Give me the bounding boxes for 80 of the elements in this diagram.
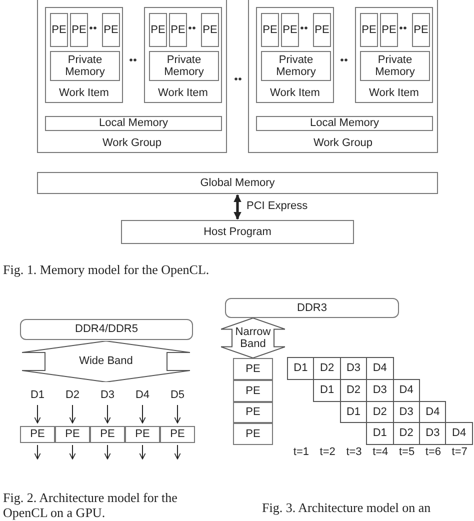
work-item-box <box>45 7 123 103</box>
time-label: t=3 <box>345 445 363 460</box>
pe-box: PE <box>201 13 219 47</box>
memory-box: Private Memory <box>149 51 219 81</box>
table-cell: D4 <box>366 357 394 380</box>
pe-box: PE <box>233 402 273 424</box>
pe-box: PE <box>169 13 187 47</box>
data-label: D1 <box>28 388 48 403</box>
pe-box: PE <box>149 13 167 47</box>
time-label: t=6 <box>424 445 442 460</box>
pe-box: PE <box>412 13 430 47</box>
pe-box: PE <box>50 13 68 47</box>
memory-box: Private Memory <box>261 51 331 81</box>
pe-box: PE <box>233 380 273 402</box>
arrow <box>174 404 181 424</box>
memory-box: DDR4/DDR5 <box>20 319 193 340</box>
arrow <box>234 194 242 220</box>
figure-caption: Fig. 3. Architecture model on an <box>262 500 431 515</box>
arrow <box>69 444 76 460</box>
pe-box: PE <box>261 13 279 47</box>
pe-box: PE <box>233 423 273 445</box>
data-label: D2 <box>62 388 82 403</box>
arrow <box>34 404 41 424</box>
data-label: D3 <box>98 388 118 403</box>
arrow <box>104 444 111 460</box>
figure-caption: Fig. 1. Memory model for the OpenCL. <box>3 262 210 277</box>
table-cell: D1 <box>313 378 341 402</box>
work-item-box <box>256 7 334 103</box>
edge-label: PCI Express <box>246 201 308 212</box>
time-label: t=7 <box>450 445 468 460</box>
pe-box: PE <box>20 426 55 443</box>
pe-box: PE <box>380 13 398 47</box>
double-arrow-shape: Wide Band <box>22 341 190 382</box>
pe-box: PE <box>90 426 125 443</box>
work-group-box <box>248 0 438 153</box>
group-label: Work Item <box>269 86 321 99</box>
group-label: Work Group <box>101 136 163 149</box>
time-label: t=4 <box>372 445 390 460</box>
arrow <box>174 444 181 460</box>
memory-box: DDR3 <box>225 298 399 318</box>
work-item-box <box>355 7 433 103</box>
table-cell: D1 <box>287 357 314 380</box>
table-cell: D4 <box>392 378 420 402</box>
group-label: Work Item <box>58 86 110 99</box>
pe-box: PE <box>70 13 88 47</box>
figure-caption: Fig. 2. Architecture model for the OpenCL on a GPU. <box>3 490 178 520</box>
group-label: Work Item <box>368 86 420 99</box>
time-label: t=1 <box>292 445 310 460</box>
arrow <box>139 444 146 460</box>
arrow <box>104 404 111 424</box>
memory-box: Private Memory <box>360 51 430 81</box>
pe-box: PE <box>360 13 378 47</box>
time-label: t=2 <box>318 445 336 460</box>
table-cell: D4 <box>419 400 446 424</box>
group-label: Work Group <box>312 136 374 149</box>
table-cell: D1 <box>340 400 368 424</box>
time-label: t=5 <box>398 445 416 460</box>
double-arrow-shape: Narrow Band <box>221 318 285 358</box>
pe-box: PE <box>160 426 195 443</box>
arrow <box>34 444 41 460</box>
pe-box: PE <box>125 426 160 443</box>
data-label: D4 <box>132 388 152 403</box>
pe-box: PE <box>281 13 299 47</box>
work-item-box <box>144 7 222 103</box>
group-label: Work Item <box>157 86 209 99</box>
memory-box: Local Memory <box>256 116 433 131</box>
pe-box: PE <box>102 13 120 47</box>
process-box: Host Program <box>121 220 354 244</box>
table-cell: D1 <box>366 422 394 445</box>
arrow <box>69 404 76 424</box>
memory-box: Private Memory <box>50 51 120 81</box>
pe-box: PE <box>55 426 90 443</box>
pe-box: PE <box>313 13 331 47</box>
arrow <box>139 404 146 424</box>
data-label: D5 <box>168 388 188 403</box>
memory-box: Local Memory <box>45 116 222 131</box>
work-group-box <box>37 0 227 153</box>
table-cell: D4 <box>445 422 473 445</box>
memory-box: Global Memory <box>37 172 438 194</box>
pe-box: PE <box>233 358 273 380</box>
